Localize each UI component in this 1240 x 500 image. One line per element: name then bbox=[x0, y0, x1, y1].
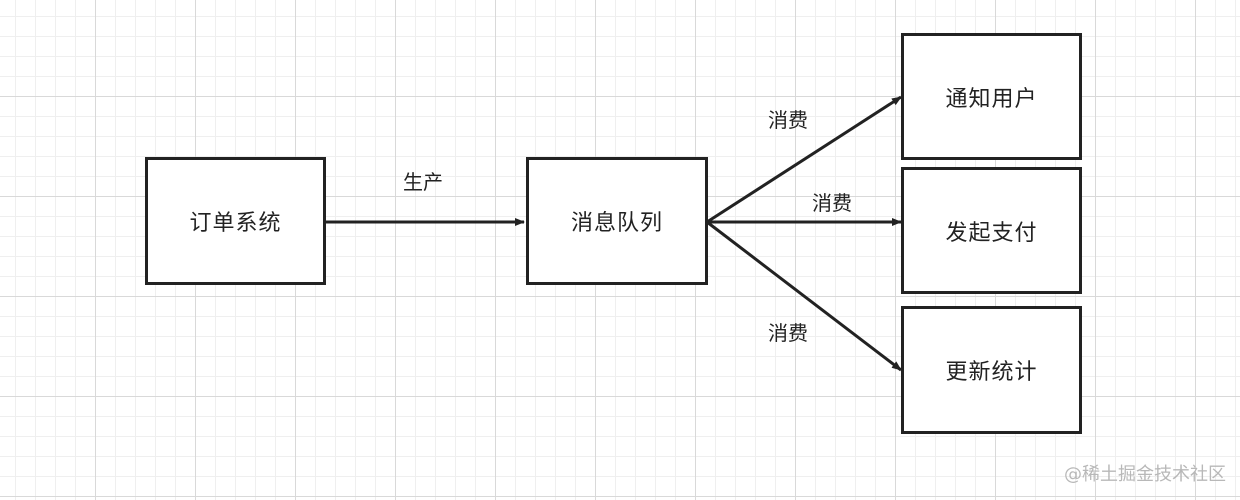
edge-label-consume-top: 消费 bbox=[768, 108, 808, 132]
node-order-system[interactable]: 订单系统 bbox=[145, 157, 326, 285]
node-message-queue[interactable]: 消息队列 bbox=[526, 157, 708, 285]
watermark-text: @稀土掘金技术社区 bbox=[1064, 464, 1226, 485]
node-initiate-payment[interactable]: 发起支付 bbox=[901, 167, 1082, 294]
node-notify-user-label: 通知用户 bbox=[945, 86, 1038, 112]
edge-consume-stats-arrow bbox=[706, 220, 902, 372]
edge-consume-notify-arrow bbox=[706, 95, 902, 224]
edge-label-consume-bottom: 消费 bbox=[768, 321, 808, 345]
edge-label-consume-middle: 消费 bbox=[812, 191, 852, 215]
node-message-queue-label: 消息队列 bbox=[570, 211, 663, 236]
node-update-stats[interactable]: 更新统计 bbox=[901, 306, 1082, 434]
node-update-stats-label: 更新统计 bbox=[945, 360, 1038, 385]
node-notify-user[interactable]: 通知用户 bbox=[901, 33, 1082, 160]
edge-label-produce: 生产 bbox=[403, 170, 443, 194]
node-order-system-label: 订单系统 bbox=[189, 211, 282, 236]
node-initiate-payment-label: 发起支付 bbox=[945, 220, 1038, 246]
